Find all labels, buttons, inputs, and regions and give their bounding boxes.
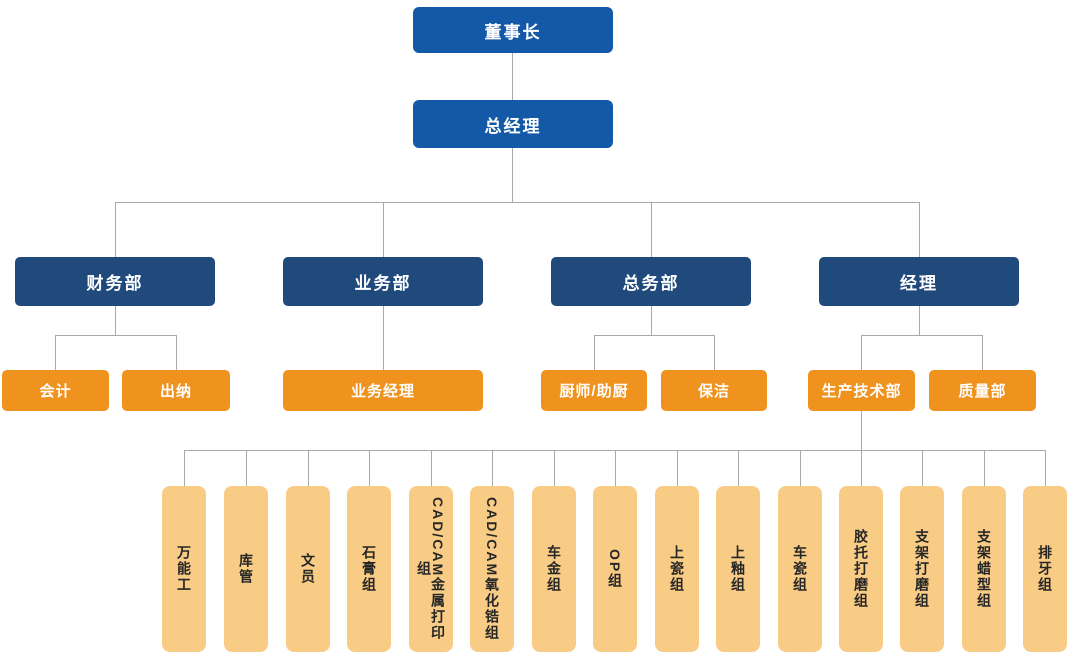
connector-line [55,335,176,336]
node-label: 总经理 [484,116,542,136]
node-accountant: 会计 [2,370,109,411]
node-framework-wax-group: 支架蜡型组 [962,486,1006,652]
node-metal-milling-group: 车金组 [532,486,576,652]
connector-line [594,335,714,336]
node-production-tech-dept: 生产技术部 [808,370,915,411]
node-cadcam-zirconia-group: CAD/CAM氧化锆组 [470,486,514,652]
connector-line [512,148,513,202]
connector-line [861,335,862,370]
node-clerk: 文员 [286,486,330,652]
connector-line [184,450,1045,451]
connector-line [677,450,678,486]
connector-line [922,450,923,486]
node-denture-base-polish-group: 胶托打磨组 [839,486,883,652]
connector-line [184,450,185,486]
connector-line [369,450,370,486]
connector-line [861,411,862,450]
connector-line [55,335,56,370]
node-label: 库管 [238,553,254,585]
node-finance-dept: 财务部 [15,257,215,306]
connector-line [554,450,555,486]
node-label: 支架打磨组 [914,529,930,609]
node-quality-dept: 质量部 [929,370,1036,411]
node-label: 财务部 [86,274,144,293]
node-label: 董事长 [484,22,542,42]
node-universal-worker: 万能工 [162,486,206,652]
connector-line [800,450,801,486]
connector-line [919,306,920,335]
connector-line [984,450,985,486]
connector-line [512,53,513,100]
node-ceramic-milling-group: 车瓷组 [778,486,822,652]
node-label: 车金组 [546,545,562,593]
connector-line [615,450,616,486]
node-cleaner: 保洁 [661,370,767,411]
connector-line [431,450,432,486]
node-label: 生产技术部 [821,383,902,400]
connector-line [861,450,862,486]
node-cadcam-metal-print-group: CAD/CAM金属打印组 [409,486,453,652]
node-chairman: 董事长 [413,7,613,53]
node-chef-assistant: 厨师/助厨 [541,370,647,411]
connector-line [115,306,116,335]
node-label: 会计 [39,383,72,400]
node-manager: 经理 [819,257,1019,306]
connector-line [594,335,595,370]
node-general-manager: 总经理 [413,100,613,148]
node-label: 胶托打磨组 [853,529,869,609]
connector-line [246,450,247,486]
node-porcelain-group: 上瓷组 [655,486,699,652]
node-label: 保洁 [697,383,730,400]
node-general-affairs-dept: 总务部 [551,257,751,306]
connector-line [115,202,116,257]
connector-line [383,202,384,257]
node-glazing-group: 上釉组 [716,486,760,652]
node-label: 上瓷组 [669,545,685,593]
node-label: 总务部 [622,274,680,293]
node-label: 经理 [900,274,938,293]
node-label: 业务经理 [350,383,415,400]
connector-line [492,450,493,486]
connector-line [383,306,384,370]
node-label: OP组 [607,548,623,590]
connector-line [861,335,982,336]
node-teeth-arrangement-group: 排牙组 [1023,486,1067,652]
node-label: 石膏组 [361,545,377,593]
node-label: 支架蜡型组 [976,529,992,609]
connector-line [1045,450,1046,486]
node-framework-polish-group: 支架打磨组 [900,486,944,652]
node-label: 上釉组 [730,545,746,593]
connector-line [651,306,652,335]
connector-line [115,202,919,203]
connector-line [738,450,739,486]
connector-line [176,335,177,370]
node-label: 质量部 [958,383,1007,400]
node-label: CAD/CAM金属打印组 [416,496,446,642]
node-cashier: 出纳 [122,370,230,411]
node-label: 万能工 [176,545,192,593]
node-business-manager: 业务经理 [283,370,483,411]
node-label: 车瓷组 [792,545,808,593]
node-business-dept: 业务部 [283,257,483,306]
node-op-group: OP组 [593,486,637,652]
connector-line [919,202,920,257]
node-label: CAD/CAM氧化锆组 [484,496,500,642]
node-warehouse-keeper: 库管 [224,486,268,652]
connector-line [308,450,309,486]
connector-line [982,335,983,370]
node-label: 业务部 [354,274,412,293]
node-label: 出纳 [159,383,192,400]
node-plaster-group: 石膏组 [347,486,391,652]
node-label: 排牙组 [1037,545,1053,593]
connector-line [714,335,715,370]
node-label: 厨师/助厨 [559,383,629,400]
node-label: 文员 [300,553,316,585]
connector-line [651,202,652,257]
